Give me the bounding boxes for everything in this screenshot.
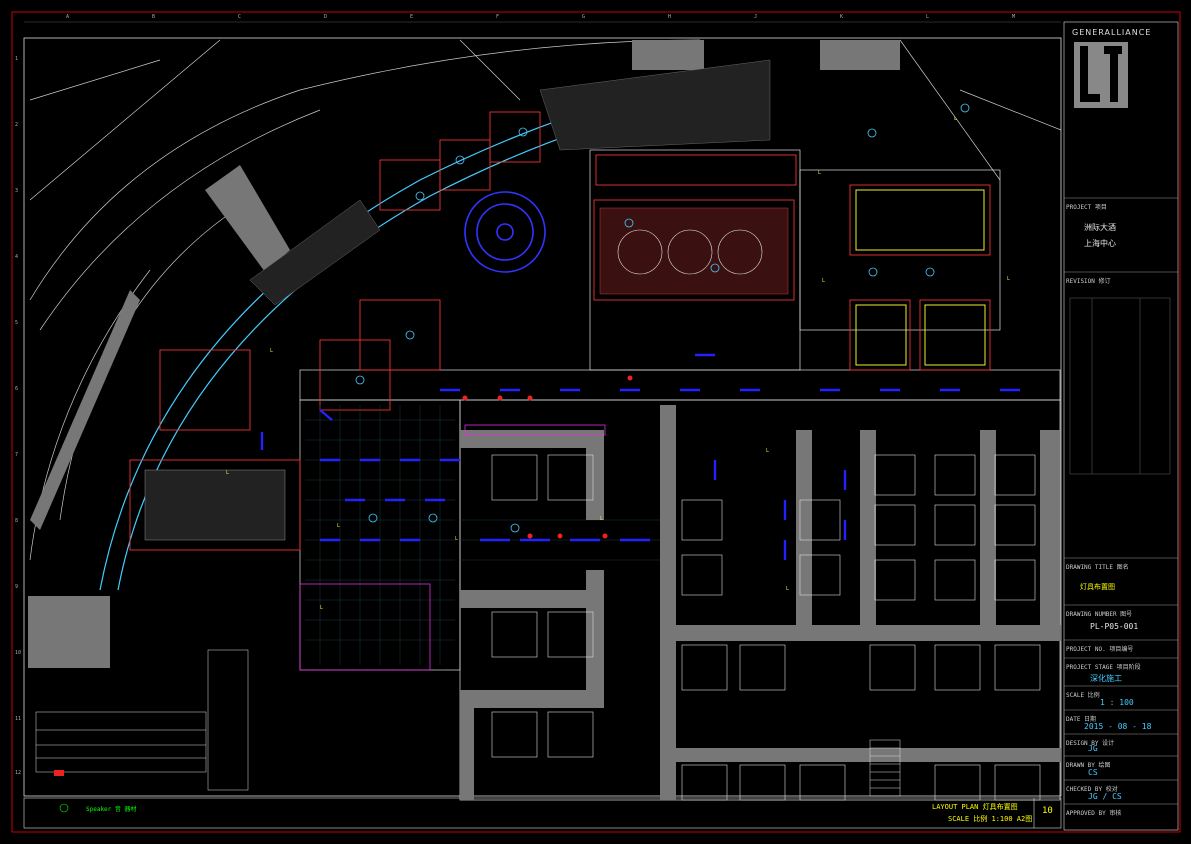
project-no-label: PROJECT NO. 项目编号: [1066, 646, 1134, 653]
feature-ceilings: [144, 207, 789, 541]
svg-text:L: L: [954, 116, 957, 122]
column-label-h: H: [668, 14, 672, 20]
svg-text:L: L: [766, 448, 769, 454]
stairs: [207, 649, 901, 797]
row-label-11: 11: [15, 716, 22, 722]
svg-text:L: L: [818, 170, 821, 176]
drawn-by-value: CS: [1088, 768, 1098, 777]
company-logo-text: GENERALLIANCE: [1072, 28, 1152, 37]
footer-box: [23, 797, 1062, 829]
speaker-legend: Speaker 音 器材: [86, 806, 137, 813]
cells: [491, 454, 1041, 801]
row-label-2: 2: [15, 122, 19, 128]
design-by-value: JG: [1088, 744, 1098, 753]
row-label-3: 3: [15, 188, 19, 194]
yellow-frames: [855, 189, 986, 366]
layout-plan-title: LAYOUT PLAN 灯具布置图: [932, 803, 1018, 811]
corridor: [299, 424, 606, 671]
row-label-1: 1: [15, 56, 19, 62]
outer-border: [11, 11, 1181, 833]
title-block-border: [1063, 21, 1179, 831]
row-label-5: 5: [15, 320, 19, 326]
project-stage-label: PROJECT STAGE 项目阶段: [1066, 664, 1141, 671]
row-label-6: 6: [15, 386, 19, 392]
scale-value: 1 : 100: [1100, 698, 1134, 707]
row-label-9: 9: [15, 584, 19, 590]
row-label-4: 4: [15, 254, 19, 260]
tags-yellow: L L L L L L L L L L L L: [226, 116, 1010, 611]
column-label-d: D: [324, 14, 328, 20]
revision-table: [1069, 297, 1171, 475]
feature-pattern: [617, 229, 763, 275]
structural-blocks: [28, 40, 900, 668]
project-stage: 深化施工: [1090, 674, 1122, 683]
column-label-l: L: [926, 14, 930, 20]
inner-border: [23, 37, 1062, 797]
rotunda: [464, 191, 546, 273]
column-label-m: M: [1012, 14, 1016, 20]
approved-by-label: APPROVED BY 审核: [1066, 810, 1122, 817]
downlights-red: [462, 375, 633, 539]
row-label-7: 7: [15, 452, 19, 458]
column-label-a: A: [66, 14, 70, 20]
project-label: PROJECT 项目: [1066, 204, 1107, 211]
svg-text:L: L: [600, 516, 603, 522]
sheet-number: 10: [1042, 806, 1053, 816]
date-value: 2015 - 08 - 18: [1084, 722, 1152, 731]
checked-by-label: CHECKED BY 校对: [1066, 786, 1118, 793]
svg-text:L: L: [320, 605, 323, 611]
column-label-k: K: [840, 14, 844, 20]
column-label-g: G: [582, 14, 586, 20]
room-partitions: [129, 111, 991, 551]
drawing-title: 灯具布置图: [1080, 583, 1115, 591]
drawing-number: PL-P05-001: [1090, 622, 1139, 631]
core-walls: [460, 405, 1061, 800]
row-label-8: 8: [15, 518, 19, 524]
linear-lights: [260, 353, 1020, 560]
legend-graphic: [35, 711, 207, 773]
svg-text:L: L: [337, 523, 340, 529]
svg-text:L: L: [270, 348, 273, 354]
design-by-label: DESIGN BY 设计: [1066, 740, 1115, 747]
checked-by-value: JG / CS: [1088, 792, 1122, 801]
svg-text:L: L: [1007, 276, 1010, 282]
row-label-12: 12: [15, 770, 22, 776]
revision-label: REVISION 修订: [1066, 278, 1111, 285]
layout-plan-scale: SCALE 比例 1:100 A2图: [948, 815, 1033, 823]
drawing-title-label: DRAWING TITLE 图名: [1066, 564, 1129, 571]
svg-text:L: L: [455, 536, 458, 542]
ramp: [249, 59, 771, 306]
project-name-line-2: 上海中心: [1084, 239, 1116, 248]
svg-text:L: L: [786, 586, 789, 592]
column-label-j: J: [754, 14, 758, 20]
project-name-line-1: 洲际大酒: [1084, 223, 1116, 232]
logo-mark: [1074, 42, 1128, 108]
column-label-f: F: [496, 14, 500, 20]
drawing-number-label: DRAWING NUMBER 图号: [1066, 611, 1133, 618]
column-label-e: E: [410, 14, 414, 20]
scale-label: SCALE 比例: [1066, 692, 1100, 699]
drawn-by-label: DRAWN BY 绘图: [1066, 762, 1111, 769]
svg-text:L: L: [226, 470, 229, 476]
fixtures-cyan: [355, 103, 970, 533]
date-label: DATE 日期: [1066, 716, 1097, 723]
row-label-10: 10: [15, 650, 22, 656]
column-label-b: B: [152, 14, 156, 20]
svg-text:L: L: [822, 278, 825, 284]
column-label-c: C: [238, 14, 242, 20]
